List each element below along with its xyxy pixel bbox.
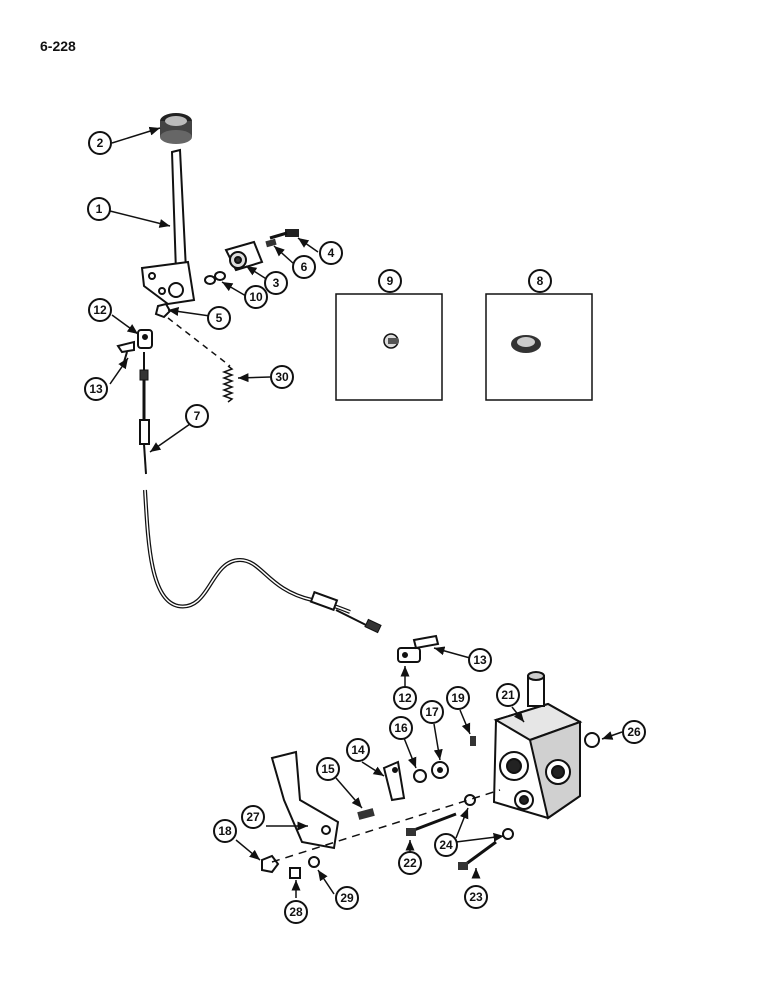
roll-pin-19 bbox=[470, 736, 476, 746]
callout-10: 10 bbox=[244, 285, 268, 309]
callout-28: 28 bbox=[284, 900, 308, 924]
callout-6: 6 bbox=[292, 255, 316, 279]
svg-text:1: 1 bbox=[96, 202, 103, 216]
callout-19: 19 bbox=[446, 686, 470, 710]
set-screw-6 bbox=[265, 238, 277, 248]
callout-21: 21 bbox=[496, 683, 520, 707]
bolt-22 bbox=[406, 812, 457, 836]
washer-16 bbox=[413, 769, 427, 783]
callout-14: 14 bbox=[346, 738, 370, 762]
svg-text:15: 15 bbox=[321, 762, 335, 776]
lever-knob bbox=[160, 113, 192, 144]
callout-26: 26 bbox=[622, 720, 646, 744]
svg-text:24: 24 bbox=[439, 838, 453, 852]
svg-text:7: 7 bbox=[194, 409, 201, 423]
svg-text:6: 6 bbox=[301, 260, 308, 274]
callout-5: 5 bbox=[207, 306, 231, 330]
svg-text:14: 14 bbox=[351, 743, 365, 757]
svg-text:29: 29 bbox=[340, 891, 354, 905]
svg-text:3: 3 bbox=[273, 276, 280, 290]
page-number: 6-228 bbox=[40, 38, 76, 54]
callout-13-upper: 13 bbox=[84, 377, 108, 401]
bell-crank-27 bbox=[270, 750, 340, 850]
svg-text:16: 16 bbox=[394, 721, 408, 735]
snap-ring-26 bbox=[584, 732, 600, 748]
pivot-bracket bbox=[224, 240, 264, 272]
svg-text:19: 19 bbox=[451, 691, 465, 705]
pin-upper bbox=[116, 340, 135, 363]
link-14 bbox=[382, 760, 406, 802]
bolt-28 bbox=[289, 867, 301, 879]
svg-text:12: 12 bbox=[398, 691, 412, 705]
pin-lower bbox=[412, 634, 440, 650]
svg-text:10: 10 bbox=[249, 290, 263, 304]
nut-5 bbox=[154, 302, 172, 319]
control-cable bbox=[139, 352, 382, 634]
svg-text:13: 13 bbox=[89, 382, 103, 396]
clevis-lower bbox=[397, 647, 421, 663]
svg-text:4: 4 bbox=[328, 246, 335, 260]
bolt-4 bbox=[269, 229, 299, 240]
callout-12-upper: 12 bbox=[88, 298, 112, 322]
callout-22: 22 bbox=[398, 851, 422, 875]
callout-24: 24 bbox=[434, 833, 458, 857]
svg-text:12: 12 bbox=[93, 303, 107, 317]
callout-16: 16 bbox=[389, 716, 413, 740]
spring-30 bbox=[221, 365, 235, 403]
inset-box-9 bbox=[335, 293, 443, 401]
svg-text:5: 5 bbox=[216, 311, 223, 325]
callout-29: 29 bbox=[335, 886, 359, 910]
callout-18: 18 bbox=[213, 819, 237, 843]
callout-15: 15 bbox=[316, 757, 340, 781]
dashed-link bbox=[167, 317, 231, 367]
svg-text:13: 13 bbox=[473, 653, 487, 667]
callout-17: 17 bbox=[420, 700, 444, 724]
valve-body bbox=[492, 671, 583, 820]
hand-lever bbox=[140, 148, 196, 306]
svg-text:17: 17 bbox=[425, 705, 439, 719]
callout-2: 2 bbox=[88, 131, 112, 155]
nut-18 bbox=[261, 854, 280, 874]
callout-4: 4 bbox=[319, 241, 343, 265]
washer-10 bbox=[204, 271, 226, 285]
svg-text:9: 9 bbox=[387, 274, 394, 288]
svg-text:30: 30 bbox=[275, 370, 289, 384]
bolt-23 bbox=[458, 840, 497, 870]
svg-text:28: 28 bbox=[289, 905, 303, 919]
callout-9: 9 bbox=[378, 269, 402, 293]
svg-text:27: 27 bbox=[246, 810, 260, 824]
callout-13-lower: 13 bbox=[468, 648, 492, 672]
callout-23: 23 bbox=[464, 885, 488, 909]
leader-lines bbox=[109, 126, 623, 898]
inset-box-8 bbox=[485, 293, 593, 401]
svg-text:8: 8 bbox=[537, 274, 544, 288]
washer-29 bbox=[308, 856, 320, 868]
clevis-upper bbox=[137, 329, 153, 349]
svg-text:18: 18 bbox=[218, 824, 232, 838]
svg-text:2: 2 bbox=[97, 136, 104, 150]
svg-text:26: 26 bbox=[627, 725, 641, 739]
callout-12-lower: 12 bbox=[393, 686, 417, 710]
callout-1: 1 bbox=[87, 197, 111, 221]
dashed-axis bbox=[271, 789, 501, 863]
svg-text:21: 21 bbox=[501, 688, 515, 702]
svg-text:22: 22 bbox=[403, 856, 417, 870]
stud-15 bbox=[357, 808, 375, 820]
callout-8: 8 bbox=[528, 269, 552, 293]
callout-7: 7 bbox=[185, 404, 209, 428]
callout-3: 3 bbox=[264, 271, 288, 295]
callout-30: 30 bbox=[270, 365, 294, 389]
callout-27: 27 bbox=[241, 805, 265, 829]
spacer-17 bbox=[431, 761, 449, 779]
svg-text:23: 23 bbox=[469, 890, 483, 904]
